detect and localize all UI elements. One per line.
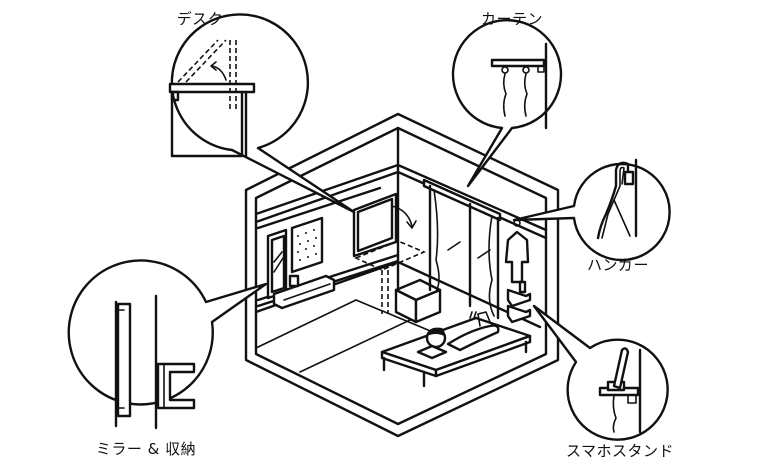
- hanging-shirt: [504, 230, 530, 284]
- window-glint-2: [477, 249, 491, 259]
- mirror-glint-2: [273, 257, 284, 273]
- callout-desk: [168, 13, 356, 214]
- label-mirror-storage: ミラー & 収納: [95, 440, 197, 458]
- ceiling-ledge: [254, 163, 548, 232]
- person-body: [446, 324, 500, 352]
- pegboard-holes: [297, 229, 317, 261]
- window-glint-1: [447, 241, 461, 251]
- room: [244, 112, 560, 438]
- wall-rail-top: [256, 186, 382, 230]
- curtain-right: [488, 215, 495, 317]
- shelf-item: [288, 274, 300, 288]
- desk-top-detail: [168, 82, 256, 94]
- callout-curtain: [451, 19, 563, 188]
- desk-fold-arrow: [211, 65, 227, 81]
- curtain-rod: [422, 178, 502, 222]
- curtain-bracket: [537, 65, 545, 73]
- hanger-hook-inner: [601, 166, 625, 239]
- hanger-hook-bracket: [623, 170, 635, 186]
- motion-mark-1: [469, 311, 473, 319]
- floor-line-b: [299, 319, 411, 373]
- bed-side: [434, 334, 532, 378]
- mirror-glass: [270, 234, 286, 294]
- storage-shelf-detail: [156, 362, 196, 410]
- storage-shelf: [272, 274, 336, 310]
- label-desk: デスク: [176, 10, 224, 28]
- desk-fold-dashed-1: [177, 39, 219, 83]
- callout-hanger: [512, 158, 671, 262]
- callout-phone-bubble: [532, 304, 669, 441]
- desk-fold-dashed-2: [185, 39, 227, 83]
- curtain-fabric-1: [502, 73, 507, 117]
- desk-bracket: [170, 90, 180, 102]
- folding-desk-inner: [356, 197, 394, 253]
- book: [416, 344, 448, 360]
- mirror-panel-detail: [116, 302, 132, 418]
- room-inner-frame: [254, 126, 548, 426]
- phone-device: [612, 347, 630, 390]
- fold-arrowhead: [406, 220, 417, 229]
- curtain-ring-1: [501, 66, 509, 74]
- phone-bracket: [627, 394, 637, 404]
- callout-desk-bubble: [170, 13, 356, 214]
- curtain-fabric-2: [523, 73, 528, 117]
- hanger-leg: [613, 199, 631, 237]
- person-hair: [427, 327, 445, 336]
- phone-cable: [612, 394, 617, 433]
- label-phone-stand: スマホスタンド: [565, 442, 675, 460]
- stool-right: [414, 288, 442, 324]
- lower-shelf: [506, 304, 532, 324]
- pegboard: [290, 216, 324, 274]
- floor-line-a: [255, 299, 357, 349]
- phone-stand-shelf: [506, 288, 532, 308]
- callout-phone-stand: [532, 304, 669, 441]
- label-curtain: カーテン: [480, 10, 544, 28]
- desk-unfolded-outline: [353, 240, 427, 271]
- mirror-glint-1: [273, 251, 283, 263]
- hanger-hook-outer: [596, 161, 630, 240]
- curtain-ring-2: [522, 66, 530, 74]
- phone: [518, 280, 527, 294]
- label-hanger: ハンガー: [586, 256, 650, 274]
- floor-line-c: [355, 299, 441, 336]
- fold-arrow: [391, 205, 413, 227]
- curtain-rod-detail: [490, 58, 546, 68]
- callout-mirror-storage: [67, 259, 268, 430]
- desk-fold-arrowhead: [210, 61, 217, 71]
- motion-mark-2: [473, 311, 477, 319]
- curtain-left: [433, 189, 440, 293]
- person-leg: [477, 311, 491, 327]
- shelf-slot: [283, 283, 331, 301]
